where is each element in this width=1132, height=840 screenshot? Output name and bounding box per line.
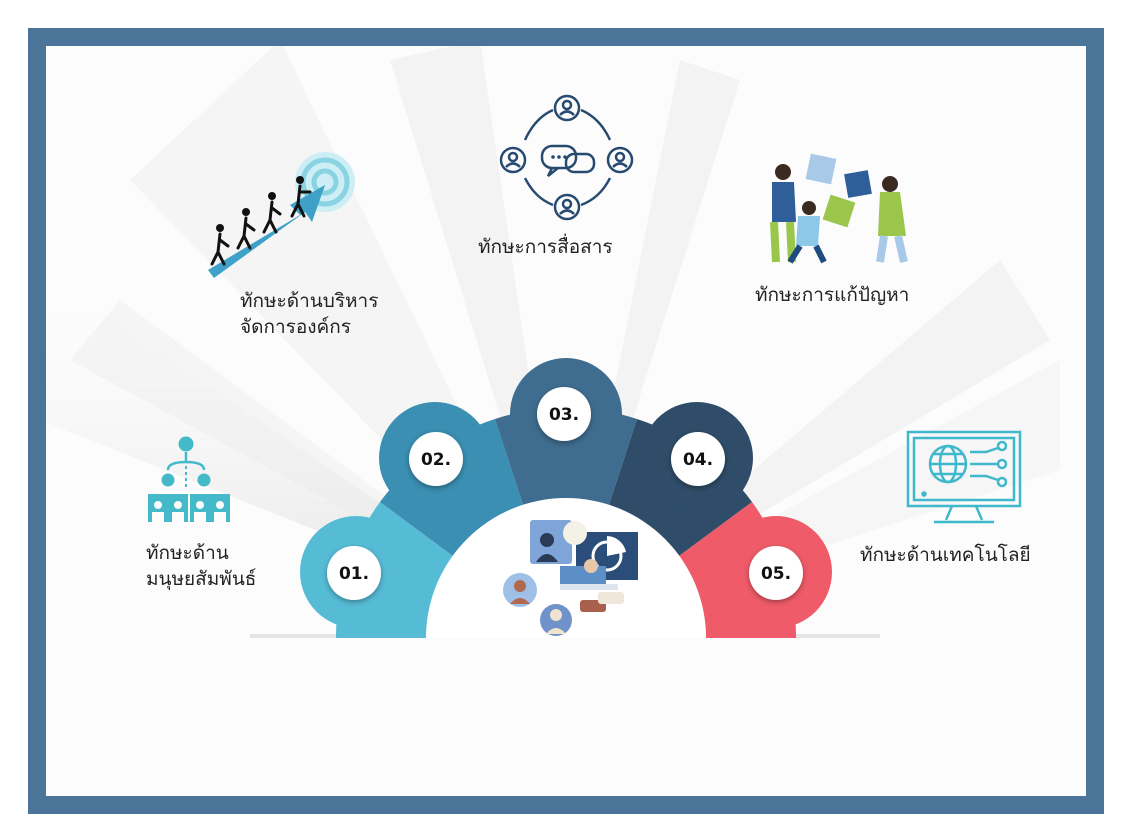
number-05: 05.	[761, 564, 791, 584]
skill-label-05: ทักษะด้านเทคโนโลยี	[860, 542, 1080, 568]
skill-label-02: ทักษะด้านบริหาร จัดการองค์กร	[240, 288, 420, 340]
skill-label-03: ทักษะการสื่อสาร	[478, 234, 658, 260]
skill-label-03-line-1: ทักษะการสื่อสาร	[478, 236, 613, 258]
hierarchy-people-icon	[148, 436, 230, 522]
number-02: 02.	[421, 450, 451, 470]
number-03: 03.	[549, 405, 579, 425]
people-puzzle-pieces-icon	[770, 153, 908, 264]
number-04: 04.	[683, 450, 713, 470]
communication-cycle-icon	[499, 94, 634, 221]
skill-label-02-line-2: จัดการองค์กร	[240, 316, 351, 338]
skill-label-01-line-2: มนุษยสัมพันธ์	[146, 568, 257, 590]
number-badges	[327, 387, 803, 600]
video-conference-icon	[503, 520, 638, 636]
businessmen-climbing-arrow-to-target-icon	[208, 152, 355, 278]
skill-label-02-line-1: ทักษะด้านบริหาร	[240, 290, 379, 312]
skill-label-01: ทักษะด้าน มนุษยสัมพันธ์	[146, 540, 266, 592]
number-01: 01.	[339, 564, 369, 584]
skill-label-05-line-1: ทักษะด้านเทคโนโลยี	[860, 544, 1031, 566]
skill-label-01-line-1: ทักษะด้าน	[146, 542, 229, 564]
computer-globe-network-icon	[906, 430, 1022, 524]
skill-label-04-line-1: ทักษะการแก้ปัญหา	[755, 284, 910, 306]
skill-label-04: ทักษะการแก้ปัญหา	[755, 282, 955, 308]
